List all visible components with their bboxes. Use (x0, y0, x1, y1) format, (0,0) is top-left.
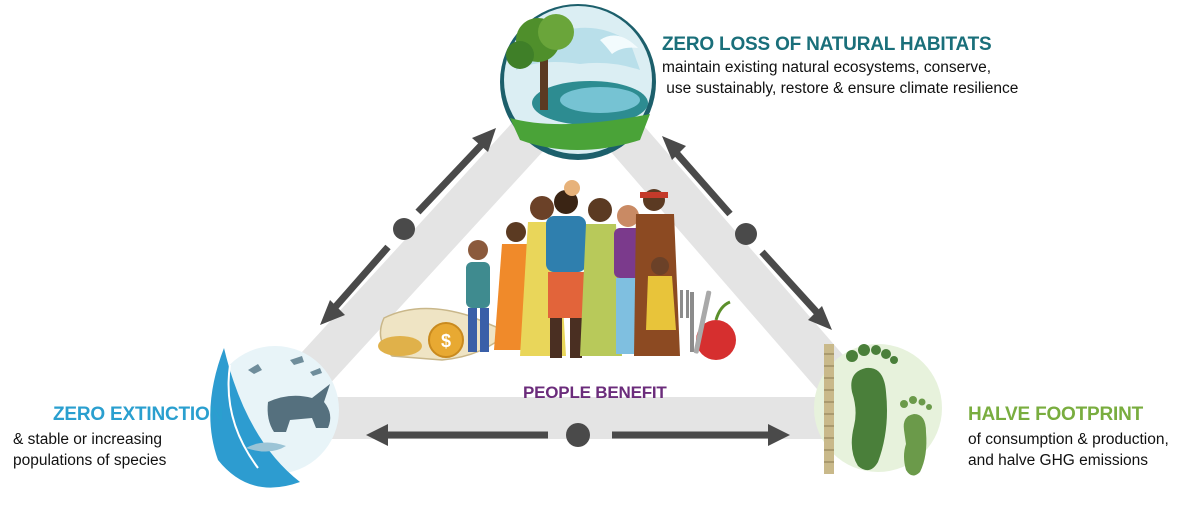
extinction-description-line: & stable or increasing (13, 431, 163, 448)
arrow-to-extinction-bottom (366, 424, 548, 446)
footprint-description-line: of consumption & production, (968, 431, 1169, 448)
habitats-description-line: use sustainably, restore & ensure climat… (662, 80, 1019, 97)
bottom-connector-dot (566, 423, 590, 447)
svg-text:$: $ (441, 331, 451, 351)
habitats-description: maintain existing natural ecosystems, co… (662, 57, 1018, 99)
footprint-description-line: and halve GHG emissions (968, 452, 1149, 469)
right-connector-dot (735, 223, 757, 245)
arrow-to-footprint (759, 249, 832, 330)
species-leaf-icon (210, 346, 339, 488)
extinction-description: & stable or increasing populations of sp… (13, 429, 166, 471)
people-benefit-title: PEOPLE BENEFIT (523, 383, 667, 402)
arrow-to-habitats (415, 128, 496, 215)
footprint-description: of consumption & production, and halve G… (968, 429, 1169, 471)
arrow-to-footprint-bottom (612, 424, 790, 446)
people-group-icon (466, 180, 680, 358)
arrow-to-habitats-right (662, 136, 733, 217)
food-icon (680, 290, 736, 360)
extinction-description-line: populations of species (13, 452, 167, 469)
nature-globe-icon (500, 4, 656, 160)
arrow-to-extinction (320, 244, 391, 325)
habitats-description-line: maintain existing natural ecosystems, co… (662, 59, 992, 76)
extinction-title: ZERO EXTINCTION (53, 404, 224, 425)
left-connector-dot (393, 218, 415, 240)
habitats-title: ZERO LOSS OF NATURAL HABITATS (662, 34, 992, 55)
triangle-band (249, 61, 891, 439)
footprint-icon (814, 344, 942, 476)
footprint-title: HALVE FOOTPRINT (968, 404, 1144, 425)
